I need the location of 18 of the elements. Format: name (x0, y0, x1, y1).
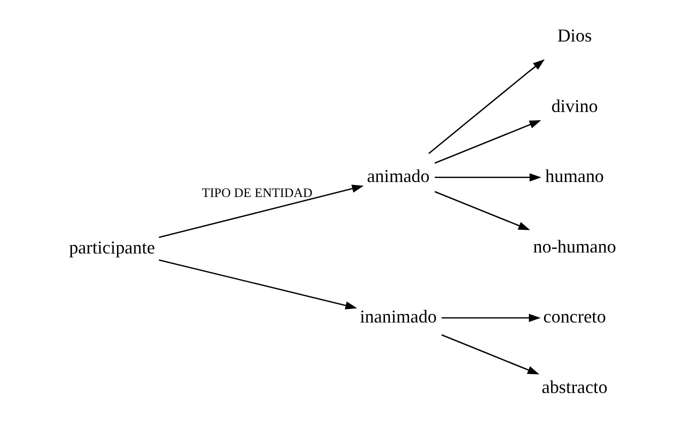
arrow (428, 59, 545, 154)
node-text: Dios (557, 26, 592, 46)
node-text: concreto (543, 306, 606, 327)
arrow (434, 173, 542, 182)
arrow (442, 314, 541, 322)
node-text: animado (366, 166, 430, 186)
node-text: participante (69, 238, 156, 258)
node-text: divino (551, 96, 598, 116)
arrow (158, 259, 358, 310)
arrow (158, 184, 364, 238)
node-text: no-humano (533, 236, 616, 256)
node-text: humano (545, 166, 604, 186)
edge-label: TIPO DE ENTIDAD (202, 184, 312, 200)
node-text: inanimado (360, 306, 437, 327)
node-text: abstracto (542, 376, 608, 397)
arrow (434, 190, 530, 230)
arrow (441, 334, 540, 374)
arrow (434, 120, 542, 164)
